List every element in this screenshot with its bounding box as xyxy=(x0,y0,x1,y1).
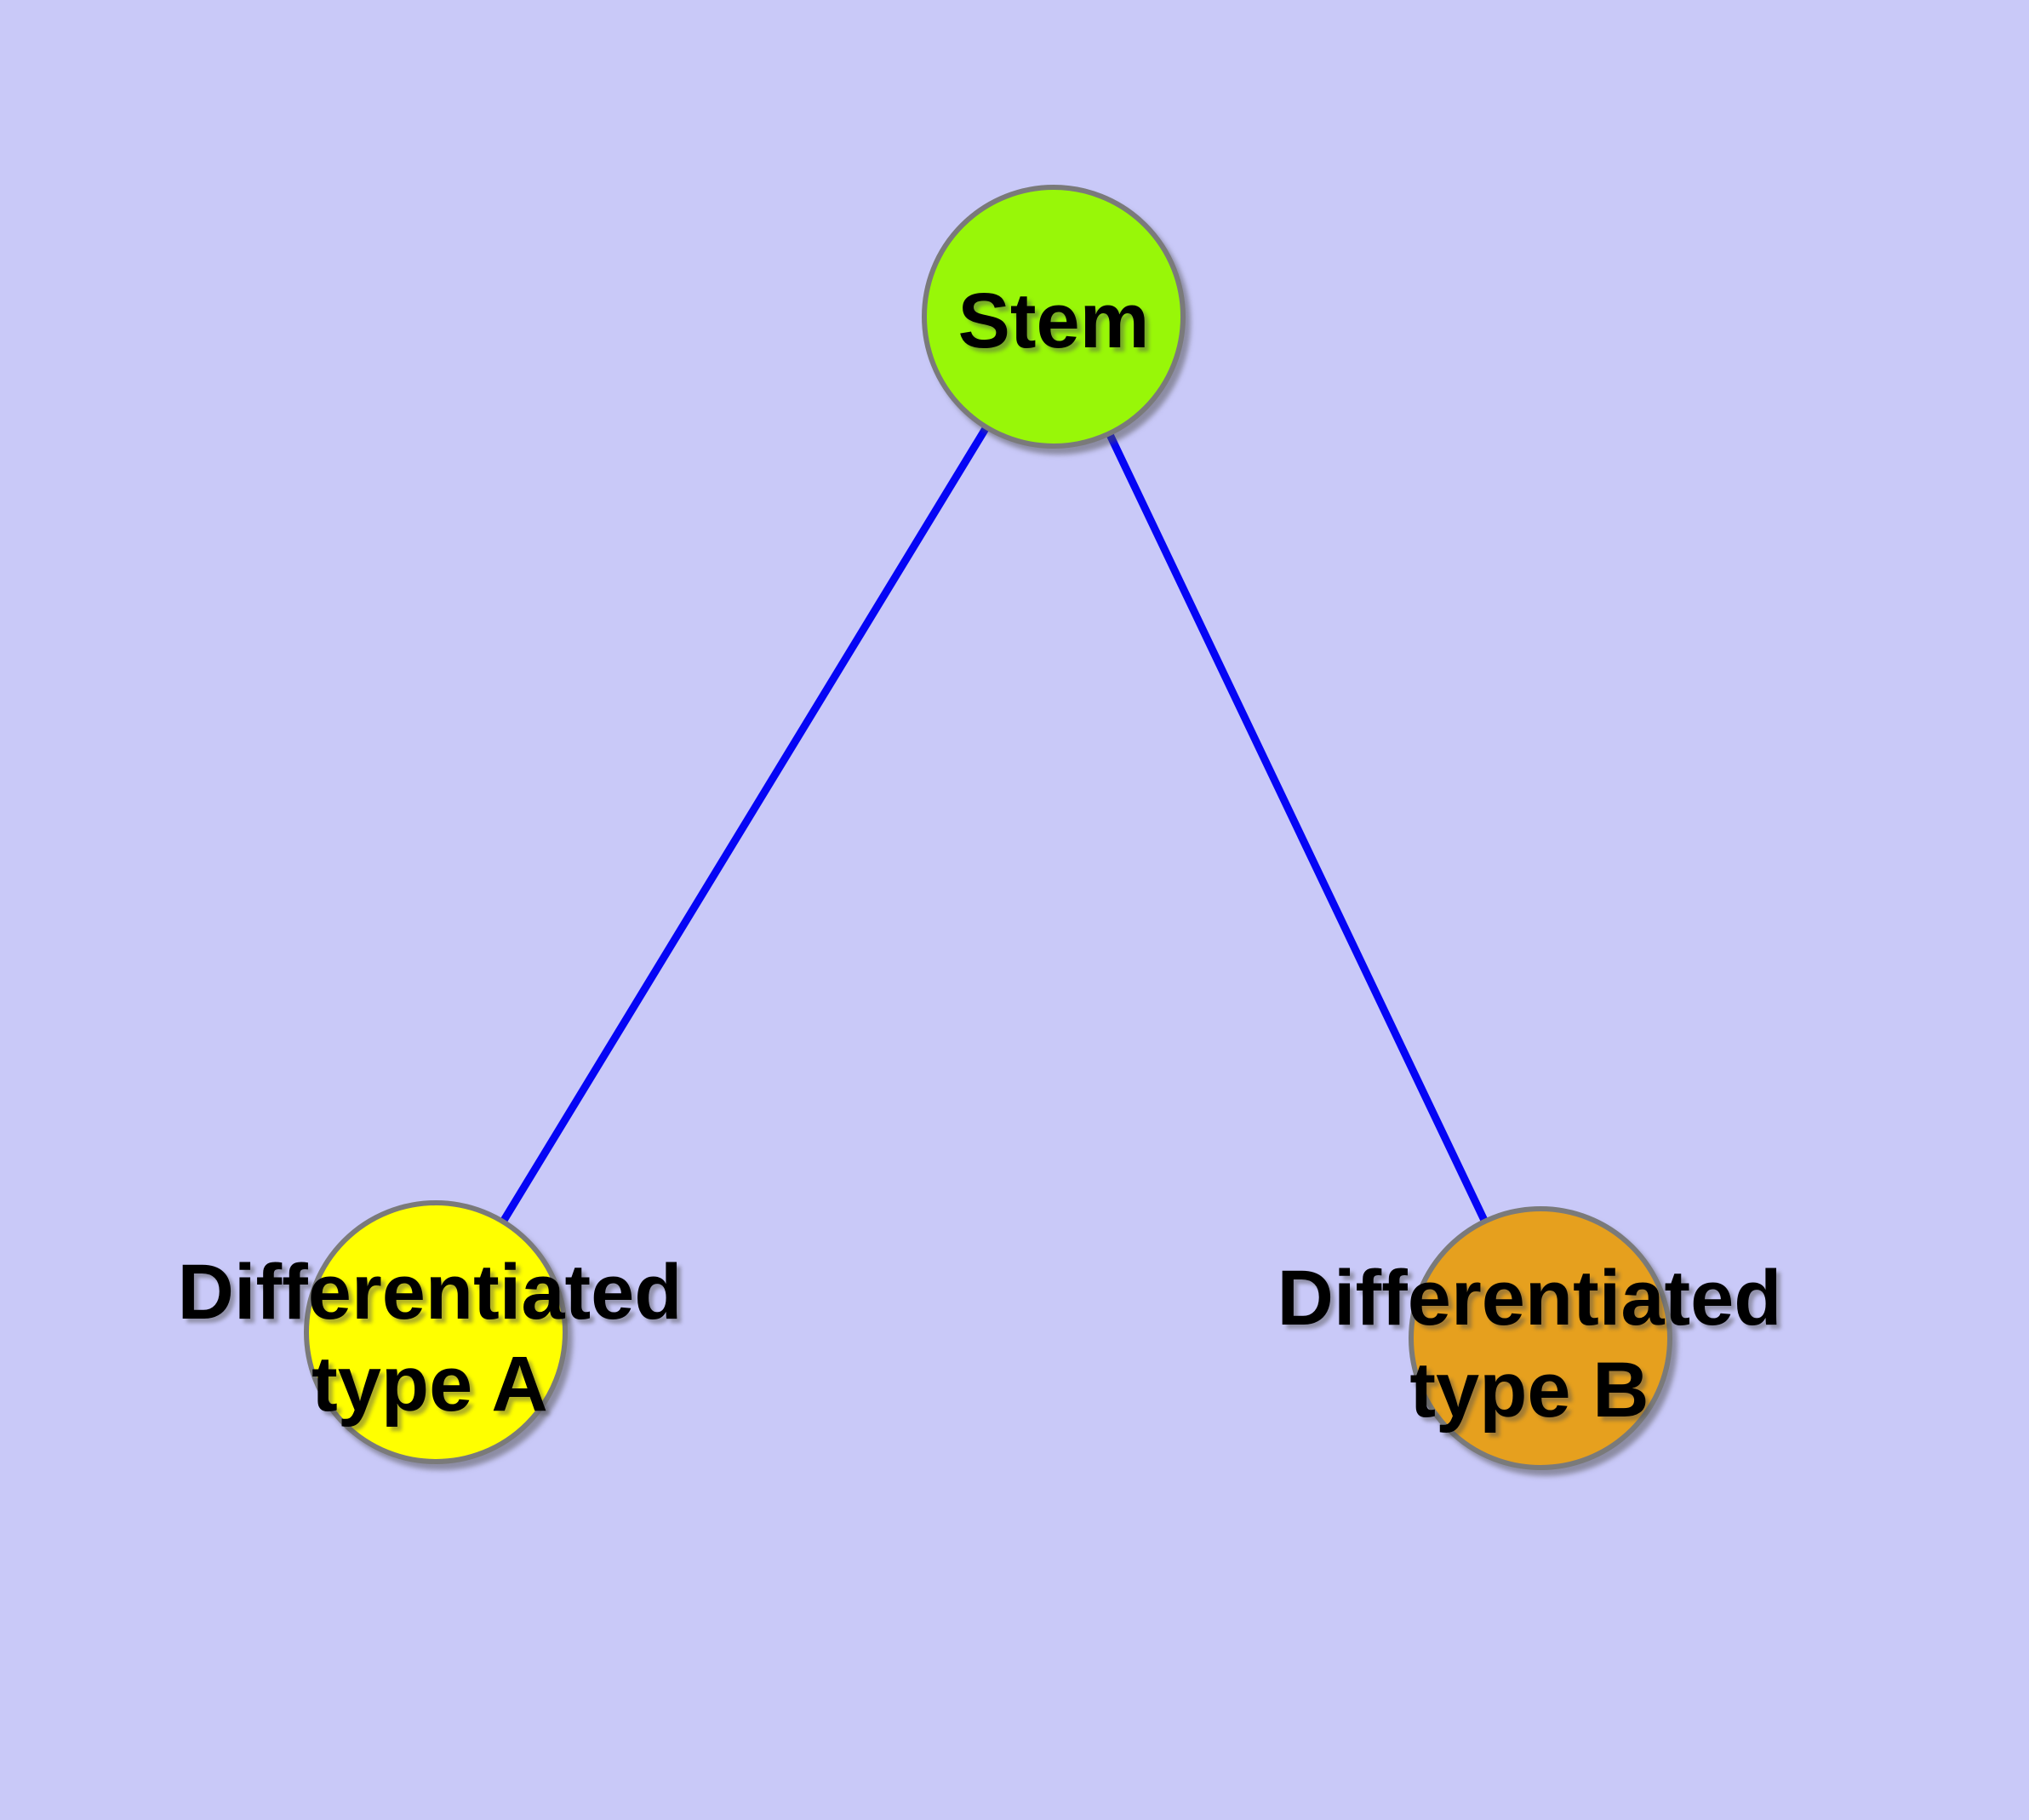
edge-stem-to-type-b xyxy=(1049,312,1545,1342)
node-differentiated-type-a xyxy=(304,1200,568,1464)
label-type-b-line-2: type B xyxy=(1409,1347,1649,1434)
label-stem: Stem xyxy=(958,278,1150,364)
label-group: Stem Differentiated type A Differentiate… xyxy=(178,278,1782,1434)
edge-group xyxy=(432,312,1545,1342)
label-type-b-line-1: Differentiated xyxy=(1277,1255,1782,1342)
label-type-a-line-2: type A xyxy=(311,1341,548,1428)
node-differentiated-type-b xyxy=(1409,1206,1672,1470)
node-stem xyxy=(922,185,1186,449)
node-group xyxy=(304,185,1672,1470)
label-type-a-line-1: Differentiated xyxy=(178,1249,683,1336)
edge-stem-to-type-a xyxy=(432,312,1058,1336)
